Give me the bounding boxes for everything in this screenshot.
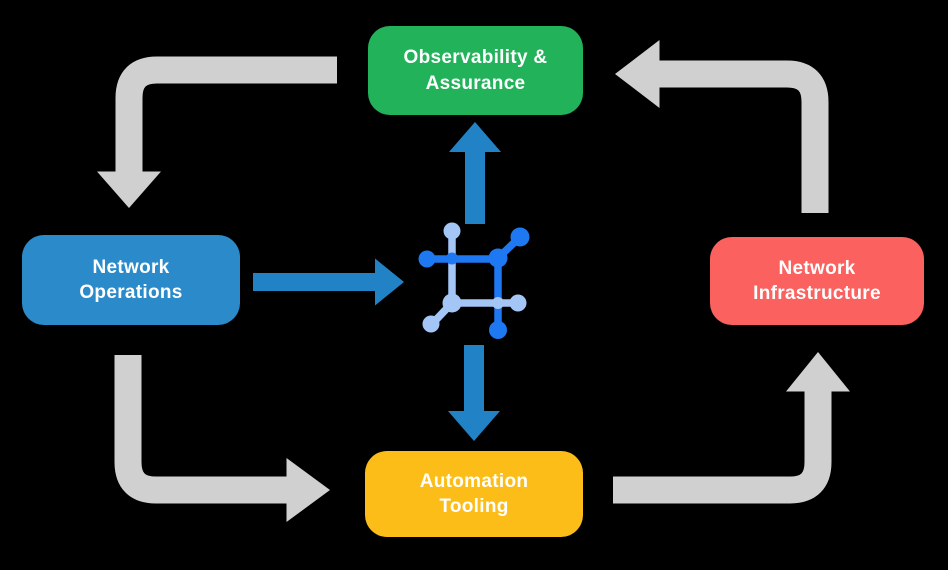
flow-arrow-automation-to-infrastructure [613,352,850,504]
flow-arrow-infrastructure-to-observability [615,40,829,213]
arrow-icon-to-automation [448,345,500,441]
node-automation-tooling: Automation Tooling [365,451,583,537]
node-infrastructure-label: Network Infrastructure [753,257,881,304]
flow-arrow-observability-to-operations [97,56,337,208]
network-platform-icon [418,222,530,339]
node-observability-label: Observability & Assurance [403,47,548,94]
node-network-infrastructure: Network Infrastructure [710,237,924,325]
arrow-icon-to-observability [449,122,501,224]
node-observability-assurance: Observability & Assurance [368,26,583,115]
node-operations-label: Network Operations [79,256,183,303]
flow-arrow-operations-to-automation [114,355,330,522]
node-network-operations: Network Operations [22,235,240,325]
node-automation-label: Automation Tooling [419,470,529,517]
arrow-operations-to-icon [253,258,404,306]
